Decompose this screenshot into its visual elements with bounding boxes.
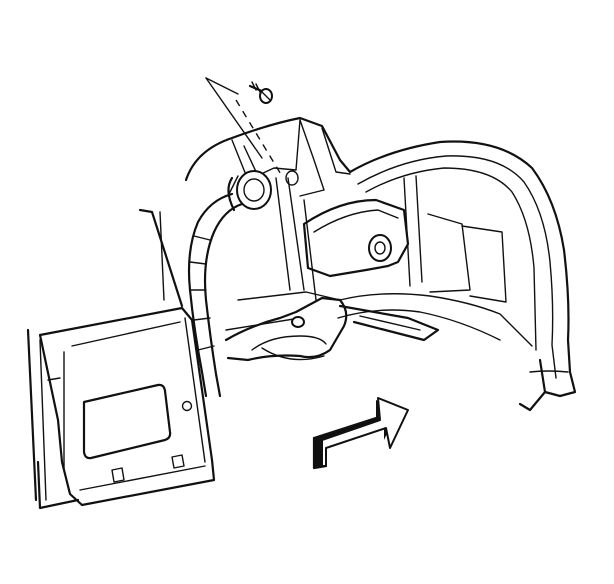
bolt-callout bbox=[205, 77, 283, 177]
bolt-icon bbox=[248, 81, 273, 104]
mounting-bracket bbox=[302, 198, 410, 278]
panel-opening bbox=[82, 383, 172, 460]
leader-line bbox=[205, 77, 263, 159]
wiring-harness bbox=[187, 170, 299, 398]
leader-line bbox=[205, 77, 239, 95]
bracket-boss bbox=[368, 234, 392, 262]
strap-hole bbox=[291, 316, 305, 328]
pillar bbox=[138, 208, 184, 308]
wheelhouse-panel bbox=[184, 116, 577, 412]
harness-connector bbox=[236, 170, 272, 210]
install-path-line bbox=[235, 99, 283, 177]
direction-arrow-icon bbox=[312, 397, 409, 470]
harness-clip bbox=[285, 170, 299, 186]
side-panel bbox=[26, 306, 216, 510]
clip-hole bbox=[181, 400, 193, 412]
lower-strap bbox=[224, 296, 440, 362]
